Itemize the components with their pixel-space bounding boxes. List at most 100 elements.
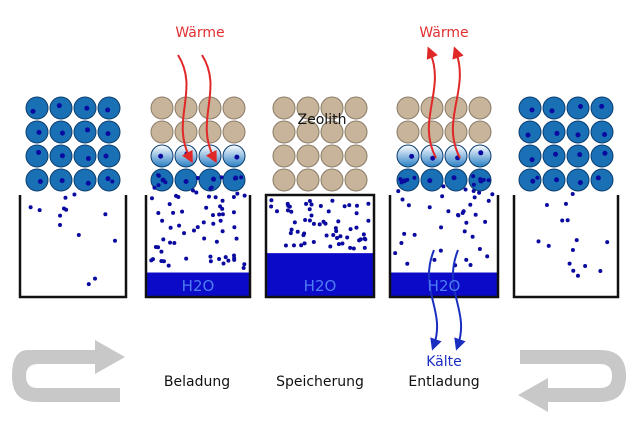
cold-label: Kälte	[426, 354, 462, 370]
cycle-arrow-left	[12, 340, 125, 402]
vapor-molecule	[336, 242, 341, 247]
vapor-molecule	[598, 268, 603, 273]
vapor-molecule	[455, 212, 460, 217]
saturated-pellet	[566, 120, 590, 144]
vapor-molecule	[232, 176, 237, 181]
vapor-molecule	[269, 204, 274, 209]
saturated-pellet	[198, 168, 222, 192]
vapor-molecule	[202, 236, 207, 241]
vapor-molecule	[338, 234, 343, 239]
vapor-molecule	[103, 212, 108, 217]
vapor-molecule	[406, 203, 411, 208]
vapor-molecule	[232, 257, 237, 262]
vapor-molecule	[307, 207, 312, 212]
vapor-molecule	[156, 211, 161, 216]
water-molecule	[578, 104, 584, 110]
vapor-molecule	[63, 195, 68, 200]
vapor-molecule	[210, 213, 215, 218]
vapor-molecule	[470, 234, 475, 239]
vapor-molecule	[471, 174, 476, 179]
vapor-molecule	[340, 241, 345, 246]
saturated-pellet	[73, 168, 97, 192]
vapor-molecule	[354, 203, 359, 208]
vapor-molecule	[208, 259, 213, 264]
vapor-molecule	[235, 191, 240, 196]
saturated-pellet	[518, 96, 542, 120]
zeolith-label: Zeolith	[297, 112, 347, 128]
vapor-molecule	[462, 229, 467, 234]
vapor-molecule	[213, 195, 218, 200]
stage-2	[144, 96, 252, 299]
vapor-molecule	[291, 243, 296, 248]
water-molecule	[554, 177, 560, 183]
vapor-molecule	[357, 238, 362, 243]
vapor-molecule	[461, 209, 466, 214]
water-molecule	[59, 178, 65, 184]
water-label: H2O	[427, 277, 461, 295]
water-molecule	[56, 103, 62, 109]
water-molecule	[575, 132, 581, 138]
vapor-molecule	[432, 257, 437, 262]
saturated-pellet	[73, 120, 97, 144]
vapor-molecule	[184, 256, 189, 261]
vapor-molecule	[412, 232, 417, 237]
vapor-molecule	[326, 209, 331, 214]
vapor-molecule	[348, 227, 353, 232]
vapor-molecule	[354, 211, 359, 216]
vapor-molecule	[468, 202, 473, 207]
vapor-molecule	[366, 218, 371, 223]
heat-out-label: Wärme	[419, 25, 469, 41]
stage-label-entladung: Entladung	[408, 374, 480, 390]
vapor-molecule	[441, 184, 446, 189]
stage-label-beladung: Beladung	[163, 374, 231, 390]
vapor-molecule	[317, 222, 322, 227]
water-molecule	[549, 108, 555, 114]
vapor-molecule	[464, 220, 469, 225]
vapor-molecule	[231, 210, 236, 215]
stage-4	[388, 96, 500, 299]
vapor-molecule	[354, 225, 359, 230]
vapor-molecule	[446, 209, 451, 214]
vapor-molecule	[366, 201, 371, 206]
saturated-pellet	[518, 168, 542, 192]
zeolith-pellet	[296, 120, 320, 144]
container	[388, 195, 500, 299]
vapor-molecule	[427, 205, 432, 210]
water-molecule	[427, 178, 433, 184]
vapor-molecule	[490, 192, 495, 197]
heat-in-label: Wärme	[175, 25, 225, 41]
vapor-molecule	[86, 282, 91, 287]
vapor-molecule	[324, 233, 329, 238]
vapor-molecule	[231, 194, 236, 199]
vapor-molecule	[311, 240, 316, 245]
saturated-pellet	[590, 120, 614, 144]
heat-arrow	[177, 54, 193, 164]
vapor-molecule	[348, 245, 353, 250]
vapor-molecule	[393, 251, 398, 256]
vapor-molecule	[37, 208, 42, 213]
water-molecule	[602, 132, 608, 138]
vapor-molecule	[171, 210, 176, 215]
container	[264, 193, 376, 299]
vapor-molecule	[563, 201, 568, 206]
vapor-molecule	[309, 213, 314, 218]
water-molecule	[529, 107, 535, 113]
vapor-molecule	[330, 198, 335, 203]
vapor-molecule	[351, 246, 356, 251]
vapor-molecule	[483, 219, 488, 224]
water-molecule	[85, 180, 91, 186]
vapor-molecule	[331, 232, 336, 237]
vapor-molecule	[167, 202, 172, 207]
zeolith-pellet	[272, 120, 296, 144]
water-molecule	[577, 152, 583, 158]
vapor-molecule	[571, 268, 576, 273]
vapor-molecule	[218, 218, 223, 223]
vapor-molecule	[486, 198, 491, 203]
vapor-molecule	[242, 262, 247, 267]
water-molecule	[59, 153, 65, 159]
vapor-molecule	[274, 209, 279, 214]
stage-5	[512, 96, 620, 299]
vapor-molecule	[347, 203, 352, 208]
vapor-molecule	[336, 219, 341, 224]
zeolith-pellet	[222, 96, 246, 120]
